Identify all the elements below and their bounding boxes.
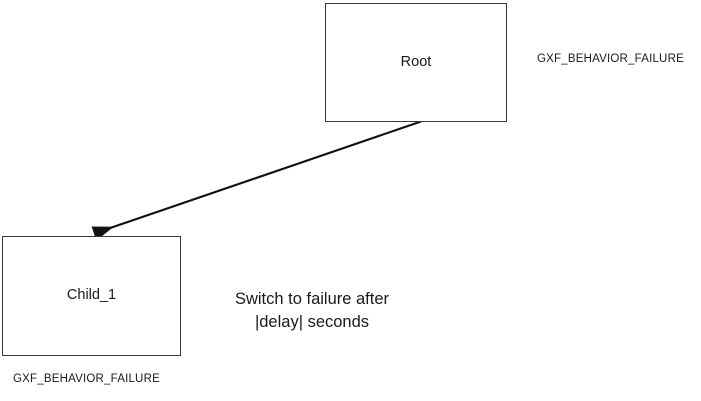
- edge-annotation: Switch to failure after |delay| seconds: [212, 288, 412, 334]
- node-root-label: Root: [400, 54, 432, 70]
- edge-annotation-line-2: |delay| seconds: [254, 313, 370, 331]
- node-child-1[interactable]: Child_1: [2, 236, 181, 356]
- node-child-1-label: Child_1: [66, 287, 117, 303]
- node-root[interactable]: Root: [325, 3, 507, 122]
- edge-root-to-child1: [91, 120, 422, 241]
- node-root-status-label: GXF_BEHAVIOR_FAILURE: [537, 53, 684, 65]
- edge-annotation-line-1: Switch to failure after: [234, 290, 390, 308]
- node-child-1-status-label: GXF_BEHAVIOR_FAILURE: [13, 373, 160, 385]
